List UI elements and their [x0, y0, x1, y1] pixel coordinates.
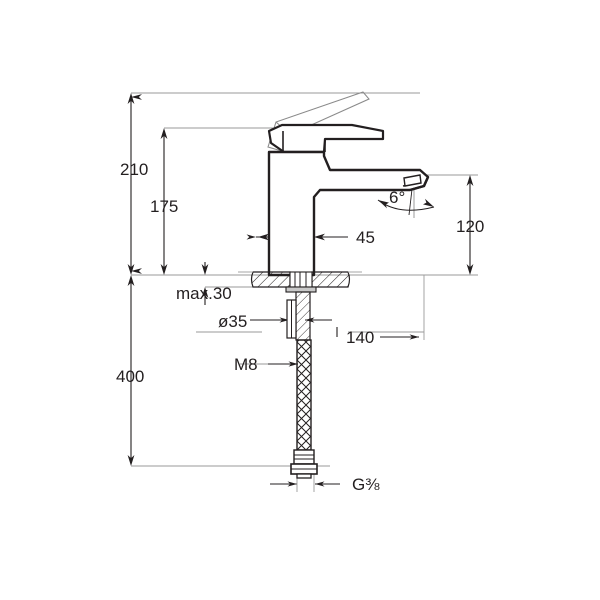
- dimension-120: 120: [456, 175, 484, 275]
- dimension-max30: max.30: [176, 262, 232, 305]
- dimension-140: 140: [336, 275, 425, 347]
- dim-angle-6-label: 6°: [389, 188, 405, 207]
- dim-210-label: 210: [120, 160, 148, 179]
- dim-max30-label: max.30: [176, 284, 232, 303]
- spout-aerator: [403, 174, 422, 187]
- dim-120-label: 120: [456, 217, 484, 236]
- supply-connector-nut: [290, 463, 318, 479]
- dim-g38-label: G⅜: [352, 475, 380, 494]
- flexible-supply-hose: [293, 339, 315, 465]
- dimension-angle-6: 6°: [377, 171, 435, 218]
- dimension-g38: G⅜: [270, 472, 380, 494]
- dimension-175: 175: [150, 128, 178, 275]
- dim-d35-label: ø35: [218, 312, 247, 331]
- dim-m8-label: M8: [234, 355, 258, 374]
- dimension-400: 400: [116, 275, 144, 466]
- dim-45-label: 45: [356, 228, 375, 247]
- dimension-m8: M8: [234, 355, 298, 374]
- dimension-45: 45: [246, 228, 375, 247]
- dim-175-label: 175: [150, 197, 178, 216]
- countertop-deck-section: [238, 271, 362, 288]
- mounting-shank: [285, 271, 317, 341]
- dim-400-label: 400: [116, 367, 144, 386]
- dim-140-label: 140: [346, 328, 374, 347]
- lever-handle: [267, 123, 385, 154]
- dimension-210: 210: [120, 93, 148, 275]
